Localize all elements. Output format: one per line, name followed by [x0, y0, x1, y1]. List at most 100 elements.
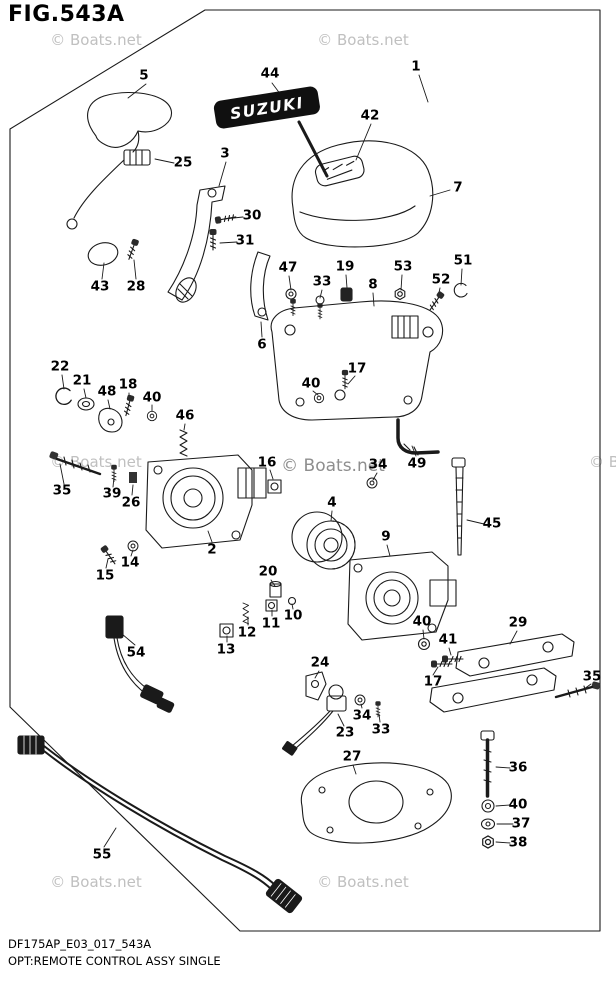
part-8-housing [270, 300, 444, 421]
part-52-screw [426, 290, 446, 313]
part-35-screw-left [49, 451, 102, 476]
part-number-18: 18 [118, 376, 138, 393]
part-number-40: 40 [142, 389, 162, 406]
part-40-washer-a [313, 392, 325, 404]
part-number-17: 17 [423, 673, 443, 690]
part-number-13: 13 [216, 641, 236, 658]
part-5-handle [66, 91, 173, 230]
part-number-52: 52 [431, 271, 451, 288]
part-number-8: 8 [368, 276, 378, 293]
part-31-screw [208, 228, 218, 251]
part-35-screw-right [554, 681, 601, 699]
part-34-washer-lower [354, 694, 366, 706]
part-number-35: 35 [582, 668, 602, 685]
part-number-3: 3 [220, 145, 230, 162]
part-10-pin [287, 596, 297, 606]
part-number-24: 24 [310, 654, 330, 671]
part-14-washer [127, 540, 139, 552]
part-23-switch [282, 684, 347, 756]
part-number-31: 31 [235, 232, 255, 249]
part-22-ring [55, 387, 72, 406]
part-number-19: 19 [335, 258, 355, 275]
boats-net-watermark: © Boats.net [317, 31, 409, 49]
part-number-12: 12 [237, 624, 257, 641]
part-number-26: 26 [121, 494, 141, 511]
part-47-screw [285, 288, 297, 317]
part-number-45: 45 [482, 515, 502, 532]
part-number-11: 11 [261, 615, 281, 632]
part-number-34: 34 [368, 456, 388, 473]
part-40-washer-b [146, 410, 158, 422]
part-number-40: 40 [412, 613, 432, 630]
part-33-screw-lower [374, 700, 382, 718]
part-number-36: 36 [508, 759, 528, 776]
part-number-55: 55 [92, 846, 112, 863]
part-number-9: 9 [381, 528, 391, 545]
part-13-bushing [219, 623, 234, 638]
part-number-40: 40 [508, 796, 528, 813]
part-19-clip [340, 287, 353, 302]
figure-footer: DF175AP_E03_017_543A OPT:REMOTE CONTROL … [8, 936, 221, 969]
part-29-bracket [429, 633, 575, 713]
part-number-25: 25 [173, 154, 193, 171]
boats-net-watermark: © Boats.net [317, 873, 409, 891]
part-number-37: 37 [511, 815, 531, 832]
part-21-washer [77, 397, 95, 411]
part-44-suzuki-badge: SUZUKI [213, 86, 320, 129]
part-number-33: 33 [371, 721, 391, 738]
part-number-7: 7 [453, 179, 463, 196]
part-number-17: 17 [347, 360, 367, 377]
part-number-23: 23 [335, 724, 355, 741]
part-number-1: 1 [411, 58, 421, 75]
part-36-bolt [480, 730, 495, 798]
part-number-41: 41 [438, 631, 458, 648]
part-number-53: 53 [393, 258, 413, 275]
footer-caption: OPT:REMOTE CONTROL ASSY SINGLE [8, 953, 221, 968]
boats-net-watermark: © Boats.net [50, 873, 142, 891]
part-24-bracket [305, 671, 327, 701]
part-2-housing [145, 454, 267, 549]
part-number-21: 21 [72, 372, 92, 389]
part-53-nut [394, 287, 406, 301]
part-49-rod [396, 418, 440, 456]
part-number-6: 6 [257, 336, 267, 353]
part-number-54: 54 [126, 644, 146, 661]
part-number-20: 20 [258, 563, 278, 580]
part-number-16: 16 [257, 454, 277, 471]
part-number-44: 44 [260, 65, 280, 82]
part-number-43: 43 [90, 278, 110, 295]
part-18-screw [121, 393, 136, 418]
part-39-screw [110, 464, 118, 483]
part-number-46: 46 [175, 407, 195, 424]
part-46-spring [179, 429, 188, 457]
part-number-48: 48 [97, 383, 117, 400]
part-43-cap [87, 242, 119, 266]
part-11-bushing [265, 599, 278, 612]
frame-border [9, 9, 601, 932]
part-55-cable [17, 735, 303, 914]
part-27-plate [300, 762, 452, 844]
part-number-51: 51 [453, 252, 473, 269]
part-number-35: 35 [52, 482, 72, 499]
part-7-cover [291, 120, 434, 248]
part-number-38: 38 [508, 834, 528, 851]
part-40-washer-c [417, 637, 431, 651]
part-33-screw-upper [315, 295, 325, 320]
part-40-washer-d [481, 799, 495, 813]
part-28-screw [125, 237, 140, 262]
part-number-33: 33 [312, 273, 332, 290]
part-6-lever [250, 251, 271, 321]
part-51-ring [453, 282, 468, 298]
part-number-10: 10 [283, 607, 303, 624]
part-number-40: 40 [301, 375, 321, 392]
part-number-42: 42 [360, 107, 380, 124]
boats-net-watermark: © Boats.net [50, 31, 142, 49]
part-number-49: 49 [407, 455, 427, 472]
part-3-bracket [167, 185, 226, 303]
part-48-plate [98, 407, 123, 433]
part-number-2: 2 [207, 541, 217, 558]
part-15-screw [99, 544, 119, 567]
part-20-pin [269, 580, 282, 598]
